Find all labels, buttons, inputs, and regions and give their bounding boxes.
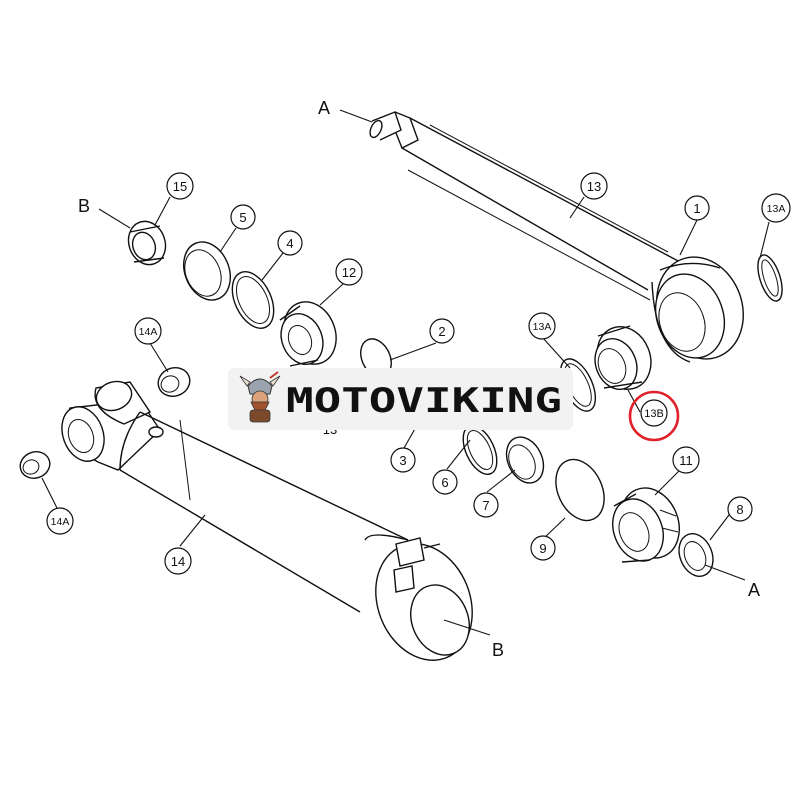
ref-a-top: A (318, 98, 330, 118)
callout-4: 4 (277, 230, 303, 256)
svg-text:13A: 13A (533, 321, 552, 333)
bearing-13b (594, 325, 652, 390)
ring-9 (555, 458, 605, 522)
callout-15: 15 (166, 172, 194, 200)
highlight-circle (628, 390, 680, 442)
callout-14a-left: 14A (46, 507, 74, 535)
svg-text:6: 6 (441, 475, 448, 490)
svg-text:9: 9 (539, 541, 546, 556)
svg-text:13: 13 (587, 179, 601, 194)
svg-text:7: 7 (482, 498, 489, 513)
watermark-text: MOTOVIKING (286, 381, 562, 421)
callout-3: 3 (390, 447, 416, 473)
leader-lines (41, 109, 770, 636)
ref-a-bottom: A (748, 580, 760, 600)
seal-7 (505, 436, 545, 484)
svg-text:12: 12 (342, 265, 356, 280)
svg-text:3: 3 (399, 453, 406, 468)
callout-1: 1 (684, 195, 710, 221)
piston-11 (612, 487, 680, 563)
callout-13a-right: 13A (761, 193, 791, 223)
svg-text:14A: 14A (51, 516, 70, 528)
viking-logo-icon (239, 371, 281, 423)
piston-1 (651, 256, 744, 363)
svg-text:14A: 14A (139, 326, 158, 338)
callout-2: 2 (429, 318, 455, 344)
nut-15 (127, 220, 167, 266)
callout-7: 7 (473, 492, 499, 518)
callout-13: 13 (580, 172, 608, 200)
svg-text:11: 11 (679, 453, 693, 468)
svg-text:13B: 13B (644, 408, 664, 420)
callout-14: 14 (164, 547, 192, 575)
callout-12: 12 (335, 258, 363, 286)
svg-text:13A: 13A (767, 203, 786, 215)
rod-13 (369, 111, 681, 301)
head-12 (279, 301, 337, 367)
bushing-14a-top (157, 367, 191, 397)
ring-13a-right (757, 254, 783, 302)
watermark: MOTOVIKING (228, 368, 573, 430)
callout-11: 11 (672, 446, 700, 474)
svg-text:4: 4 (286, 236, 293, 251)
callout-5: 5 (230, 204, 256, 230)
svg-text:14: 14 (171, 554, 185, 569)
nut-8 (678, 533, 714, 577)
svg-text:15: 15 (173, 179, 187, 194)
ring-5 (183, 241, 231, 301)
callout-14a-top: 14A (134, 317, 162, 345)
callout-6: 6 (432, 469, 458, 495)
ref-b-bottom: B (492, 640, 504, 660)
ring-4 (231, 271, 275, 329)
callout-9: 9 (530, 535, 556, 561)
callout-13b: 13B (640, 399, 668, 427)
bushing-14a-left (19, 451, 51, 479)
callout-13a-mid: 13A (528, 312, 556, 340)
svg-text:5: 5 (239, 210, 246, 225)
svg-text:2: 2 (438, 324, 445, 339)
svg-text:1: 1 (693, 201, 700, 216)
cylinder-14 (61, 380, 473, 661)
svg-text:8: 8 (736, 502, 743, 517)
callout-8: 8 (727, 496, 753, 522)
ref-b-left: B (78, 196, 90, 216)
